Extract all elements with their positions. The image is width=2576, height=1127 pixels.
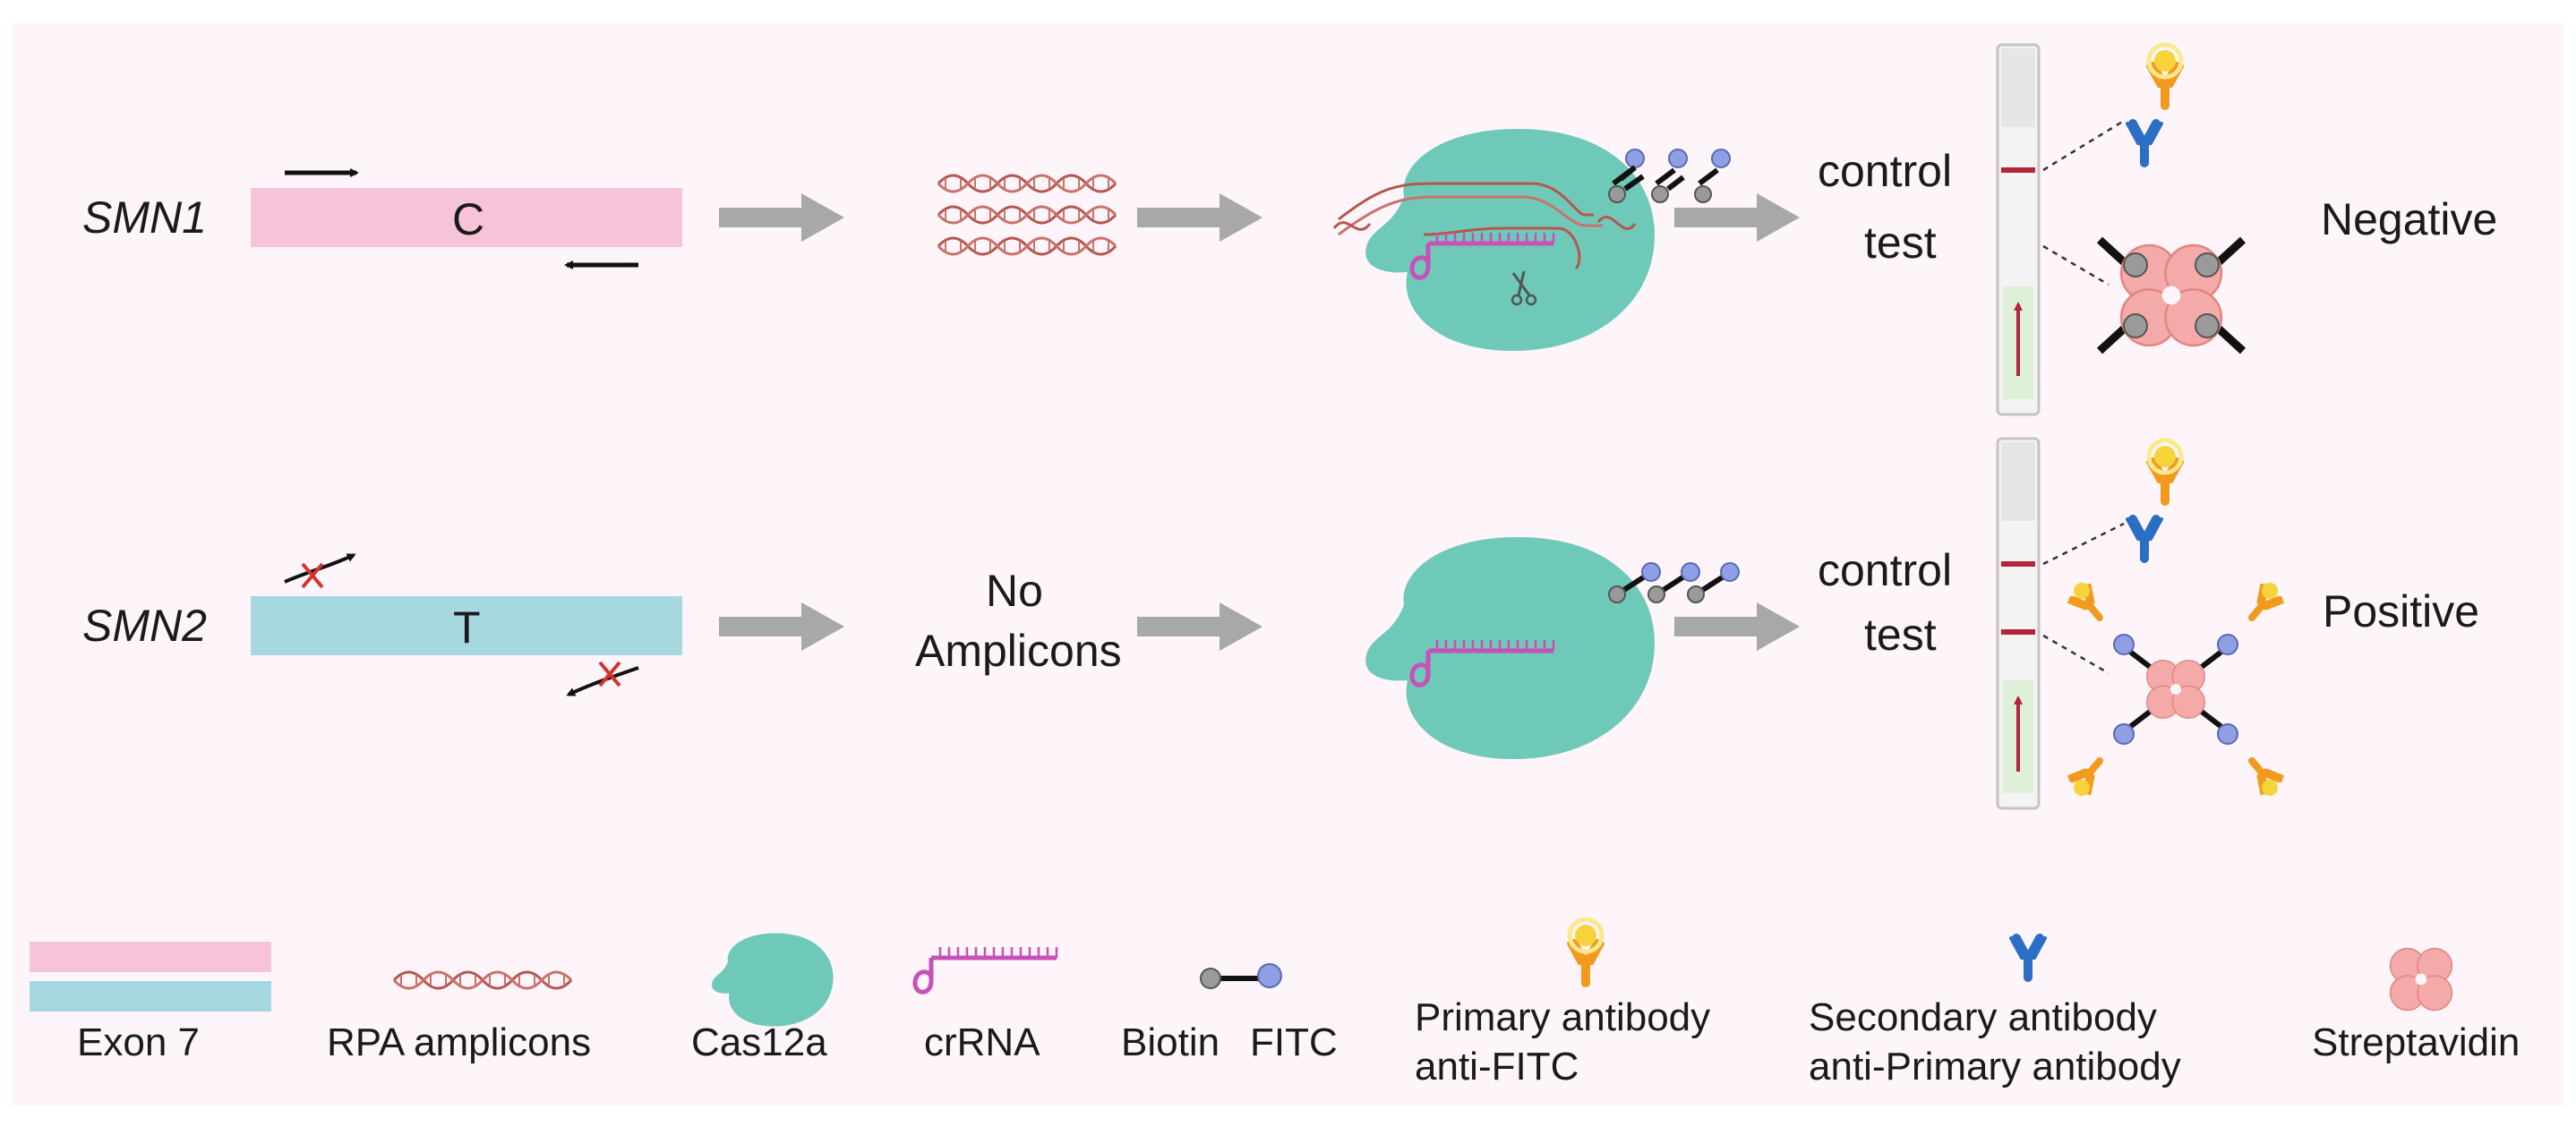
legend-cas12a-label: Cas12a bbox=[691, 1020, 827, 1064]
secondary-antibody-icon bbox=[2127, 519, 2161, 559]
legend-primary-label: Primary antibody bbox=[1415, 995, 1711, 1039]
exon-base-c: C bbox=[452, 194, 485, 244]
gene-label-smn1: SMN1 bbox=[82, 192, 207, 243]
lateral-flow-strip-positive bbox=[1996, 437, 2041, 810]
legend-rpa-icon bbox=[392, 970, 573, 990]
legend-primary-sublabel: anti-FITC bbox=[1415, 1045, 1579, 1089]
legend-streptavidin-icon bbox=[2389, 947, 2453, 1012]
result-positive: Positive bbox=[2323, 586, 2480, 636]
primary-antibody-icon bbox=[2148, 438, 2182, 501]
legend-streptavidin-label: Streptavidin bbox=[2312, 1020, 2520, 1064]
no-amplicons-line1: No bbox=[986, 566, 1043, 616]
scissors-icon bbox=[1511, 270, 1537, 306]
process-arrow-icon bbox=[1674, 602, 1800, 651]
legend-biotin-label: Biotin bbox=[1121, 1020, 1220, 1064]
strip-control-label: control bbox=[1818, 146, 1953, 196]
result-negative: Negative bbox=[2321, 194, 2498, 244]
failed-forward-primer-icon bbox=[284, 553, 356, 589]
legend-primary-antibody-icon bbox=[1569, 917, 1603, 983]
streptavidin-biotin-complex bbox=[2096, 236, 2247, 354]
legend-exon-icon bbox=[30, 942, 271, 1012]
legend-crrna-label: crRNA bbox=[924, 1020, 1040, 1064]
strip-control-label: control bbox=[1818, 545, 1953, 595]
legend-secondary-label: Secondary antibody bbox=[1809, 995, 2157, 1039]
process-arrow-icon bbox=[1674, 193, 1800, 242]
legend-biotin-fitc-icon bbox=[1200, 963, 1282, 989]
smn1-exon-bar bbox=[251, 188, 682, 247]
process-arrow-icon bbox=[1137, 193, 1262, 242]
legend-exon-label: Exon 7 bbox=[77, 1020, 200, 1064]
failed-reverse-primer-icon bbox=[566, 661, 639, 696]
secondary-antibody-icon bbox=[2127, 124, 2161, 163]
gene-label-smn2: SMN2 bbox=[82, 601, 207, 651]
strip-test-label: test bbox=[1864, 610, 1937, 660]
rpa-amplicons-icon bbox=[937, 174, 1117, 256]
smn2-exon-bar bbox=[251, 596, 682, 655]
no-amplicons-line2: Amplicons bbox=[915, 626, 1122, 676]
legend-secondary-antibody-icon bbox=[2011, 938, 2045, 978]
primary-antibody-icon bbox=[2148, 42, 2182, 106]
process-arrow-icon bbox=[719, 193, 844, 242]
legend-crrna-icon bbox=[915, 947, 1057, 992]
legend-rpa-label: RPA amplicons bbox=[327, 1020, 592, 1064]
cas12a-active-complex bbox=[1332, 129, 1655, 351]
legend-secondary-sublabel: anti-Primary antibody bbox=[1809, 1045, 2181, 1089]
legend-cas12a-icon bbox=[711, 933, 834, 1027]
strip-test-label: test bbox=[1864, 218, 1937, 268]
lateral-flow-strip-negative bbox=[1996, 43, 2041, 416]
process-arrow-icon bbox=[719, 602, 844, 651]
streptavidin-fitc-antibody-complex bbox=[2069, 583, 2283, 796]
cleaved-reporters-icon bbox=[1608, 149, 1731, 203]
process-arrow-icon bbox=[1137, 602, 1262, 651]
exon-base-t: T bbox=[453, 602, 481, 653]
legend-fitc-label: FITC bbox=[1250, 1020, 1338, 1064]
cas12a-inactive-complex bbox=[1365, 537, 1655, 759]
